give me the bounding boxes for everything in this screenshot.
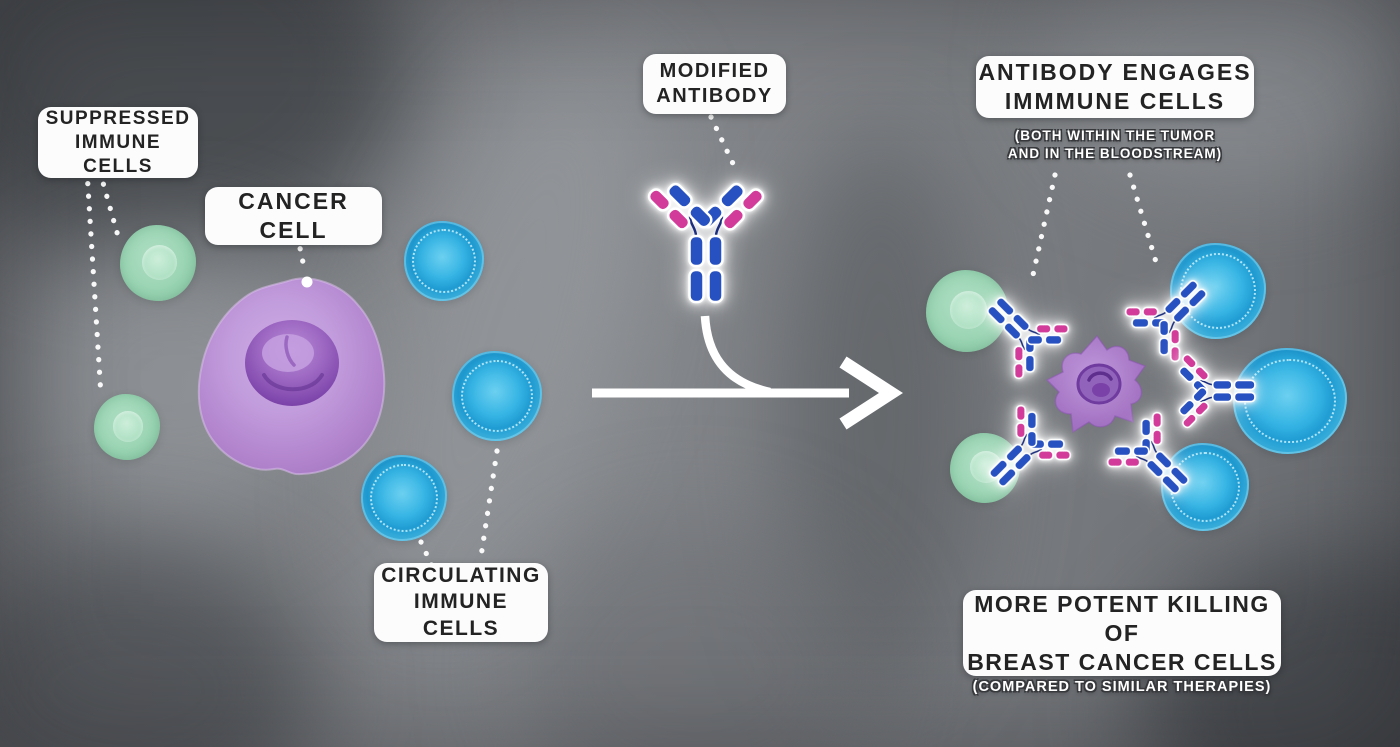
dotted-line-modified-antibody (708, 114, 739, 173)
dotted-line-engages-left (1030, 172, 1058, 278)
label-line: CANCER CELL (238, 188, 349, 243)
cell-ring (412, 229, 476, 293)
background-smoke-blob (780, 130, 980, 700)
label-line: IMMMUNE CELLS (1004, 88, 1226, 114)
subtitle-line: AND IN THE BLOODSTREAM) (1007, 145, 1223, 161)
cell-ring (369, 463, 439, 533)
cancer-cell-icon (197, 277, 386, 476)
dotted-line-suppressed-to-lower-cell (84, 168, 104, 399)
cell-nucleus (949, 291, 988, 330)
cancer-cell-shrunken-icon (1045, 334, 1147, 434)
label-line: ANTIBODY ENGAGES (978, 59, 1252, 86)
green-cell-icon (950, 433, 1020, 503)
dotted-line-end-dot (301, 276, 313, 288)
label-line: IMMUNE CELLS (74, 131, 162, 177)
cancer-cell-label: CANCER CELL (205, 187, 382, 245)
label-line: MODIFIED (659, 60, 770, 82)
label-line: SUPPRESSED (45, 108, 191, 129)
cell-ring (461, 360, 533, 432)
cell-nucleus (142, 244, 177, 280)
label-line: CIRCULATING (381, 564, 541, 587)
suppressed-immune-cells-label: SUPPRESSED IMMUNE CELLS (38, 107, 198, 179)
label-line: MORE POTENT KILLING OF (974, 591, 1270, 646)
green-cell-icon (120, 225, 196, 301)
outcome-subtitle: (COMPARED TO SIMILAR THERAPIES) (963, 678, 1281, 697)
blue-cell-icon (361, 455, 447, 541)
label-line: BREAST CANCER CELLS (967, 648, 1277, 675)
outcome-label: MORE POTENT KILLING OF BREAST CANCER CEL… (963, 590, 1281, 677)
modified-antibody-label: MODIFIED ANTIBODY (643, 54, 786, 114)
green-cell-icon (94, 394, 160, 460)
label-line: IMMUNE CELLS (413, 590, 509, 640)
subtitle-line: (BOTH WITHIN THE TUMOR (1014, 128, 1216, 143)
dotted-line-circulating-left (418, 539, 435, 569)
label-line: ANTIBODY (656, 85, 773, 107)
circulating-immune-cells-label: CIRCULATING IMMUNE CELLS (374, 563, 548, 642)
blue-cell-icon (452, 351, 542, 441)
dotted-connector-lines (84, 114, 1159, 569)
cell-nucleus (113, 411, 144, 442)
dotted-line-engages-right (1127, 172, 1159, 265)
arrow-icon (592, 315, 903, 430)
blue-cell-icon (404, 221, 484, 301)
subtitle-line: (COMPARED TO SIMILAR THERAPIES) (972, 679, 1272, 695)
dotted-line-cancer-label (292, 221, 308, 275)
background-smoke-blob (510, 520, 880, 747)
dotted-line-suppressed-to-upper-cell (97, 169, 121, 239)
antibody-engages-label: ANTIBODY ENGAGES IMMMUNE CELLS (976, 56, 1254, 118)
engages-subtitle: (BOTH WITHIN THE TUMOR AND IN THE BLOODS… (976, 127, 1254, 162)
